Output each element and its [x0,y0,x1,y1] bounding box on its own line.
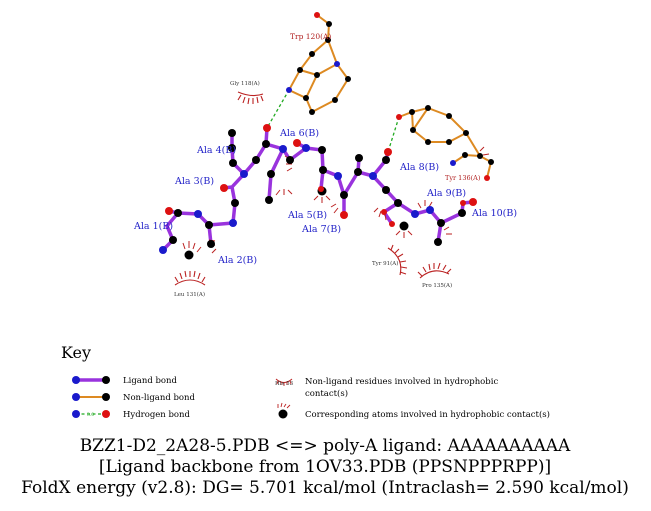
label-ala9: Ala 9(B) [426,188,466,199]
residue-labels: Ala 1(B) Ala 2(B) Ala 3(B) Ala 4(B) Ala … [133,32,517,298]
gly118-arc [237,91,264,105]
label-ala10: Ala 10(B) [471,208,517,219]
label-res135: Pro 135(A) [422,282,452,289]
label-ala4: Ala 4(B) [196,145,236,156]
atoms [159,12,494,260]
key-ligand-bond: Ligand bond [72,376,178,386]
key-non-ligand-bond-label: Non-ligand bond [123,393,195,403]
label-gly118: Gly 118(A) [230,80,260,87]
key-non-ligand-bond: Non-ligand bond [72,393,195,403]
footer-line-2: [Ligand backbone from 1OV33.PDB (PPSNPPP… [99,457,551,477]
key-hydrogen-bond-label: Hydrogen bond [123,410,191,420]
hydrogen-bonds [266,89,400,153]
footer-line-3: FoldX energy (v2.8): DG= 5.701 kcal/mol … [21,478,629,498]
residue-hydrophobic-arcs [174,91,452,286]
key-title: Key [61,343,91,362]
key-hydrophobic-label-2: contact(s) [305,388,348,399]
label-ala1: Ala 1(B) [133,221,173,232]
key-ligand-bond-label: Ligand bond [123,376,178,386]
footer-line-1: BZZ1-D2_2A28-5.PDB <=> poly-A ligand: AA… [80,436,571,456]
key-hydrophobic-residue: His 53 Non-ligand residues involved in h… [275,377,498,399]
label-ala3: Ala 3(B) [174,176,214,187]
tyr91-arc [387,244,408,276]
label-ala8: Ala 8(B) [399,162,439,173]
label-ala5: Ala 5(B) [287,210,327,221]
oxygen-atoms [165,12,490,227]
label-ala6: Ala 6(B) [279,128,319,139]
label-ala2: Ala 2(B) [217,255,257,266]
key: Key Ligand bond Non-ligand bond 3.0 Hydr… [61,343,550,420]
hbond-trp120-ala4 [266,89,290,129]
carbon-atoms [169,21,494,260]
label-tyr136: Tyr 136(A) [445,174,481,182]
label-ala7: Ala 7(B) [301,224,341,235]
key-hydrophobic-label-1: Non-ligand residues involved in hydropho… [305,377,498,387]
res135-arc [417,262,452,279]
label-tyr91: Tyr 91(A) [372,260,398,267]
atom-hydrophobic-fans [182,146,490,254]
key-corresponding-atoms-label: Corresponding atoms involved in hydropho… [305,409,550,420]
key-hydrophobic-example: His 53 [275,381,294,387]
nitrogen-atoms [159,61,456,254]
key-corresponding-atoms: Corresponding atoms involved in hydropho… [277,402,550,420]
key-hbond-length: 3.0 [87,412,94,418]
key-hydrogen-bond: 3.0 Hydrogen bond [72,410,191,420]
label-trp120: Trp 120(A) [290,32,331,41]
leu131-arc [174,270,206,286]
label-leu131: Leu 131(A) [174,291,205,298]
hbond-tyr136-ala8 [387,116,400,153]
footer: BZZ1-D2_2A28-5.PDB <=> poly-A ligand: AA… [21,436,629,498]
